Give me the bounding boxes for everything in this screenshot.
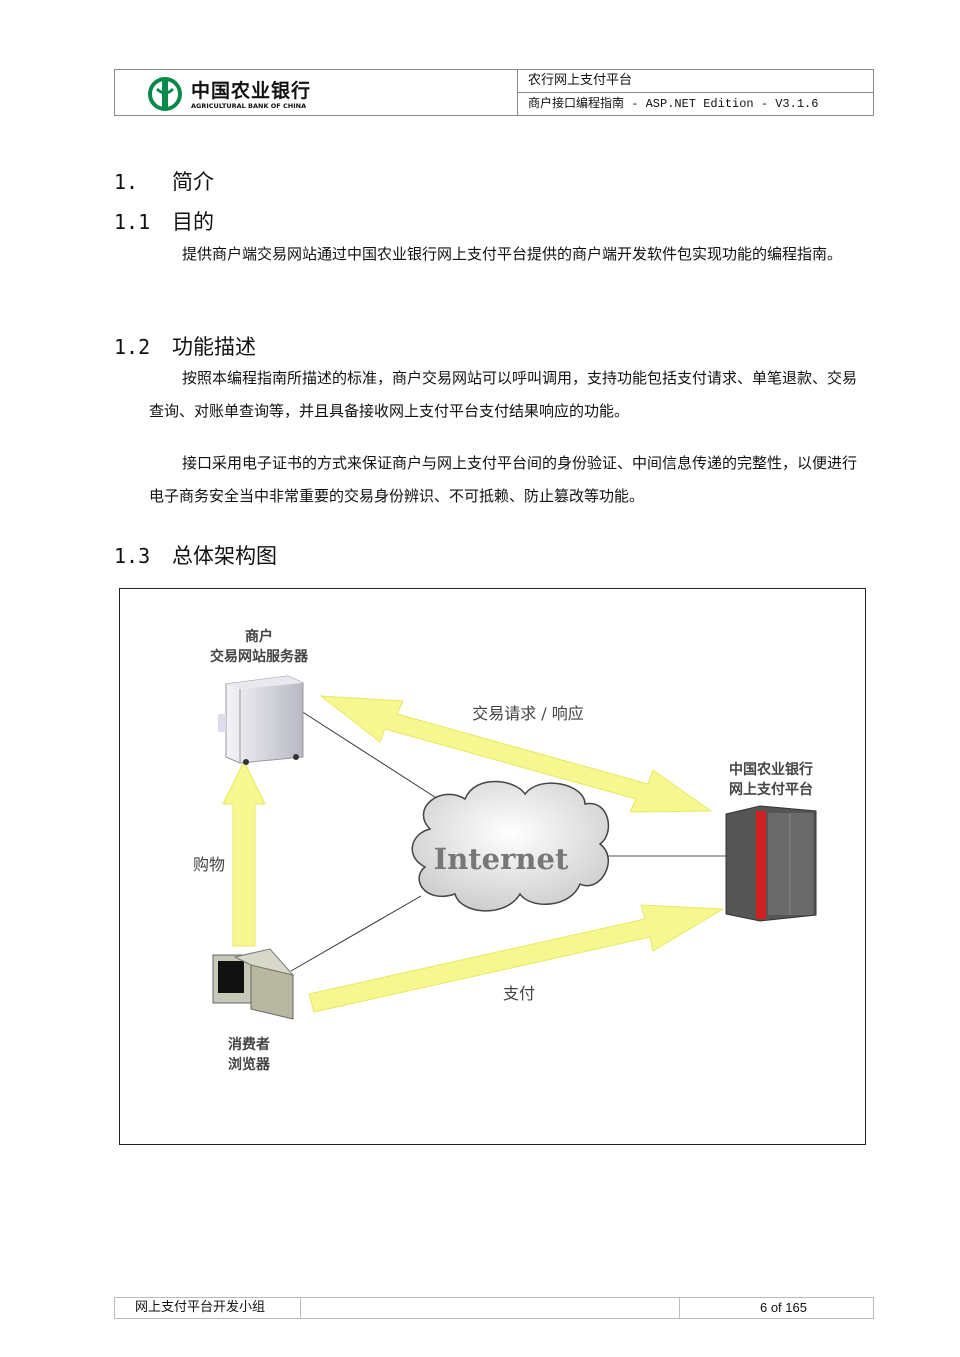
merchant-label-1: 商户 [245,628,273,645]
page-footer: 网上支付平台开发小组 6 of 165 [114,1297,874,1319]
current-page: 6 [759,1300,768,1315]
consumer-label-1: 消费者 [228,1036,270,1053]
footer-divider [300,1298,301,1318]
section-title: 目的 [172,210,214,234]
architecture-diagram: 商户 交易网站服务器 交易请求 / 响应 中国农业银行 网上支付平台 Inter… [119,588,866,1145]
consumer-computer-icon [212,948,295,1020]
section-1-heading: 1. 简介 [114,166,214,196]
bank-label-2: 网上支付平台 [729,781,813,798]
section-title: 功能描述 [172,335,256,359]
merchant-label-2: 交易网站服务器 [210,648,309,665]
bank-name-en: AGRICULTURAL BANK OF CHINA [191,102,307,110]
consumer-label-2: 浏览器 [228,1056,271,1073]
paragraph-function-1: 按照本编程指南所描述的标准，商户交易网站可以呼叫调用，支持功能包括支付请求、单笔… [149,369,858,420]
section-number: 1.3 [114,544,151,568]
section-1-3-heading: 1.3 总体架构图 [114,540,277,570]
of-label: of [770,1300,782,1315]
bank-name: 中国农业银行 [191,80,312,102]
section-number: 1.1 [114,210,151,234]
section-1-1-heading: 1.1 目的 [114,206,214,236]
shopping-arrow [222,759,266,947]
merchant-server-icon [218,675,304,765]
bank-logo: 中国农业银行 AGRICULTURAL BANK OF CHINA [115,70,518,115]
internet-cloud-icon [411,780,610,912]
consumer-internet-line [290,895,422,972]
page-number: 6 of 165 [760,1298,807,1318]
payment-arrow [308,904,725,1013]
shopping-label: 购物 [193,855,225,874]
server-internet-line [300,710,442,802]
section-number: 1.2 [114,335,151,359]
request-response-arrow [319,695,713,813]
paragraph-function-2: 接口采用电子证书的方式来保证商户与网上支付平台间的身份验证、中间信息传递的完整性… [149,454,858,505]
abc-logo-icon [148,77,182,111]
total-pages: 165 [785,1300,807,1315]
doc-title: 商户接口编程指南 - ASP.NET Edition - V3.1.6 [528,97,819,111]
bank-label-1: 中国农业银行 [729,761,813,778]
internet-label: Internet [434,842,569,876]
request-response-label: 交易请求 / 响应 [472,704,584,723]
paragraph-purpose: 提供商户端交易网站通过中国农业银行网上支付平台提供的商户端开发软件包实现功能的编… [182,245,843,263]
platform-name: 农行网上支付平台 [518,70,873,93]
section-title: 简介 [172,170,214,194]
payment-label: 支付 [503,984,535,1003]
section-number: 1. [114,170,139,194]
footer-team: 网上支付平台开发小组 [135,1300,266,1315]
section-title: 总体架构图 [172,544,277,568]
page-header: 中国农业银行 AGRICULTURAL BANK OF CHINA 农行网上支付… [114,69,874,116]
section-1-2-heading: 1.2 功能描述 [114,331,256,361]
bank-mainframe-icon [725,805,817,922]
footer-divider [679,1298,680,1318]
